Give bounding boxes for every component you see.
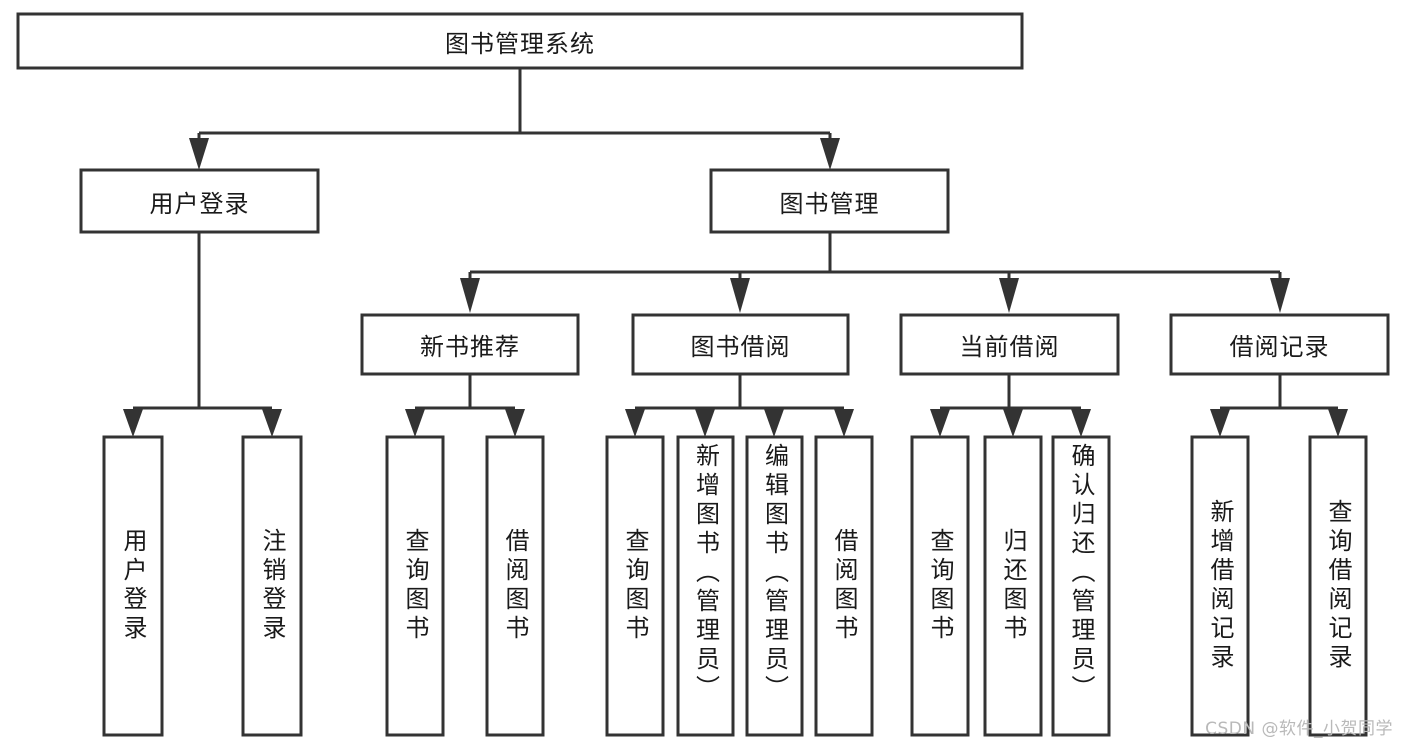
- arrowhead-borrowrecord-leaf-1: [1210, 409, 1230, 437]
- arrowhead-bookborrow-leaf-3: [764, 409, 784, 437]
- arrowhead-user-login: [189, 138, 209, 170]
- node-box-current-borrow[interactable]: [899, 313, 1120, 376]
- connector-group-book-borrow-to-leaves: [625, 374, 854, 437]
- arrowhead-newbook-leaf-2: [505, 409, 525, 437]
- connector-group-current-borrow-to-leaves: [930, 374, 1091, 437]
- leaf-box-logout[interactable]: [241, 435, 303, 737]
- leaf-box-query-book-current[interactable]: [910, 435, 970, 737]
- arrowhead-new-book-rec: [460, 278, 480, 313]
- arrowhead-bookborrow-leaf-2: [695, 409, 715, 437]
- arrowhead-currentborrow-leaf-1: [930, 409, 950, 437]
- node-box-book-borrow[interactable]: [631, 313, 850, 376]
- leaf-box-confirm-return-admin[interactable]: [1051, 435, 1111, 737]
- node-box-user-login[interactable]: [79, 168, 320, 234]
- leaf-box-query-book-borrow[interactable]: [605, 435, 665, 737]
- leaf-box-user-login[interactable]: [102, 435, 164, 737]
- leaf-box-add-book-admin[interactable]: [676, 435, 735, 737]
- arrowhead-currentborrow-leaf-3: [1071, 409, 1091, 437]
- arrowhead-newbook-leaf-1: [405, 409, 425, 437]
- arrowhead-current-borrow: [999, 278, 1019, 313]
- arrowhead-currentborrow-leaf-2: [1003, 409, 1023, 437]
- connector-group-user-login-to-leaves: [123, 232, 282, 437]
- arrowhead-borrow-record: [1270, 278, 1290, 313]
- arrowhead-bookborrow-leaf-1: [625, 409, 645, 437]
- node-box-book-management[interactable]: [709, 168, 950, 234]
- csdn-watermark: CSDN @软件_小贺同学: [1205, 719, 1393, 739]
- leaf-box-borrow-book-newrec[interactable]: [485, 435, 545, 737]
- node-box-root[interactable]: [16, 12, 1024, 70]
- leaf-box-add-borrow-record[interactable]: [1190, 435, 1250, 737]
- connector-group-book-mgmt-to-level3: [460, 232, 1290, 313]
- arrowhead-leaf-user-login: [123, 409, 143, 437]
- leaf-box-edit-book-admin[interactable]: [745, 435, 804, 737]
- leaf-box-query-book-newrec[interactable]: [385, 435, 445, 737]
- arrowhead-leaf-logout: [262, 409, 282, 437]
- arrowhead-book-borrow: [730, 278, 750, 313]
- arrowhead-book-mgmt: [820, 138, 840, 170]
- arrowhead-borrowrecord-leaf-2: [1328, 409, 1348, 437]
- arrowhead-bookborrow-leaf-4: [834, 409, 854, 437]
- leaf-box-query-borrow-record[interactable]: [1308, 435, 1368, 737]
- connector-group-root-to-level2: [189, 68, 840, 170]
- node-box-borrow-record[interactable]: [1169, 313, 1390, 376]
- connector-group-borrow-record-to-leaves: [1210, 374, 1348, 437]
- connector-group-new-book-to-leaves: [405, 374, 525, 437]
- node-box-new-book-recommend[interactable]: [360, 313, 580, 376]
- leaf-box-borrow-book[interactable]: [814, 435, 874, 737]
- leaf-box-return-book[interactable]: [983, 435, 1043, 737]
